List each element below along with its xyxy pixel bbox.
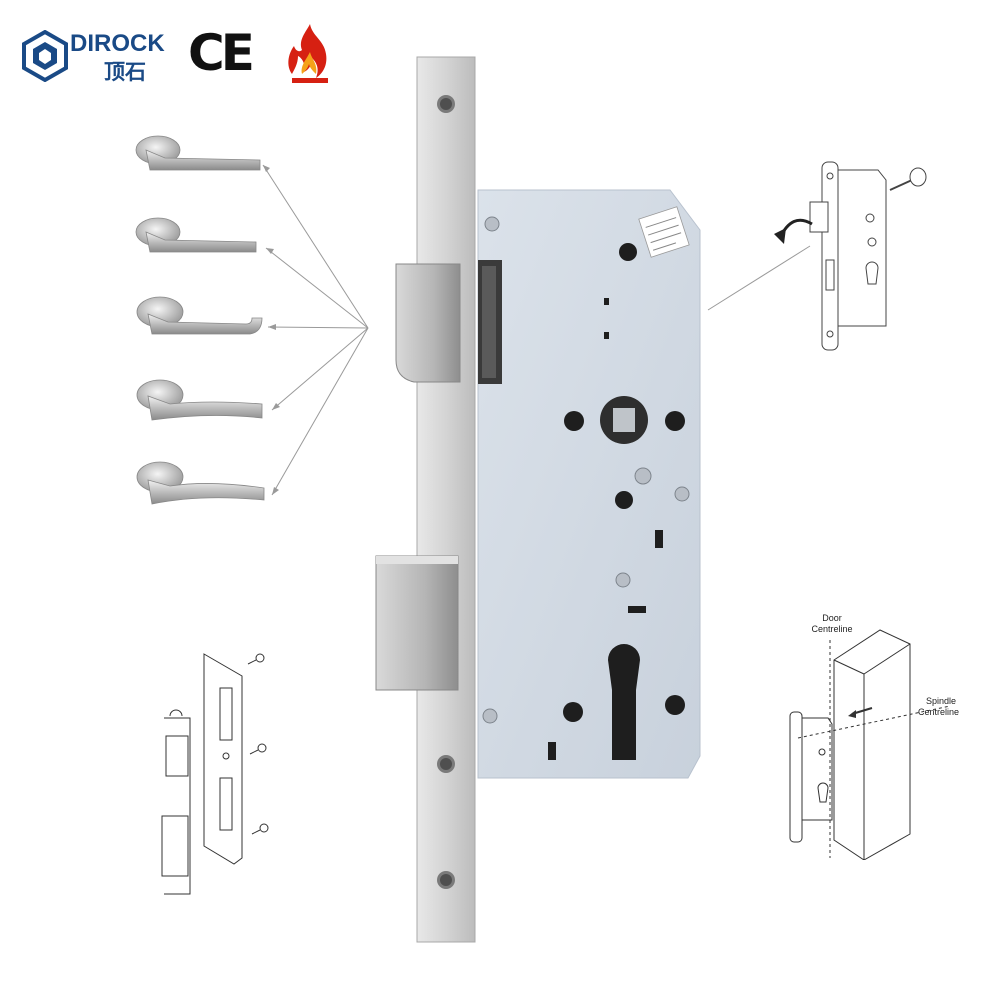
latch-bolt [395,263,461,383]
spindle-centreline-label-line1: Spindle [926,696,957,706]
lever-handle-curved [136,379,263,421]
door-centreline-diagram [789,629,951,860]
lock-case [477,189,701,779]
lever-handle-u-shape [136,296,263,335]
lever-handle-wave [136,461,265,505]
brand-name-chinese: 顶石 [104,60,146,84]
door-centreline-label-line1: Door [822,613,842,623]
product-label [638,206,690,258]
dirock-logo-icon [22,30,68,82]
spindle-centreline-label: Spindle Centreline [918,696,980,718]
dead-bolt [375,555,459,691]
rotation-diagram [707,161,927,351]
flame-icon [288,24,328,83]
ce-mark: CE [188,24,255,82]
lever-handle-straight [135,135,261,171]
case-screws [482,216,690,724]
lever-handle-return [135,217,257,253]
handle-pointer-lines [262,164,369,496]
door-centreline-label: Door Centreline [800,613,864,635]
strike-plate-diagram [161,653,269,895]
case-holes [563,243,685,722]
brand-name: DIROCK [70,30,165,57]
face-plate [416,56,476,943]
spindle-centreline-label-line2: Centreline [918,707,960,717]
door-centreline-label-line2: Centreline [811,624,853,634]
euro-cylinder-cutout [608,644,640,760]
